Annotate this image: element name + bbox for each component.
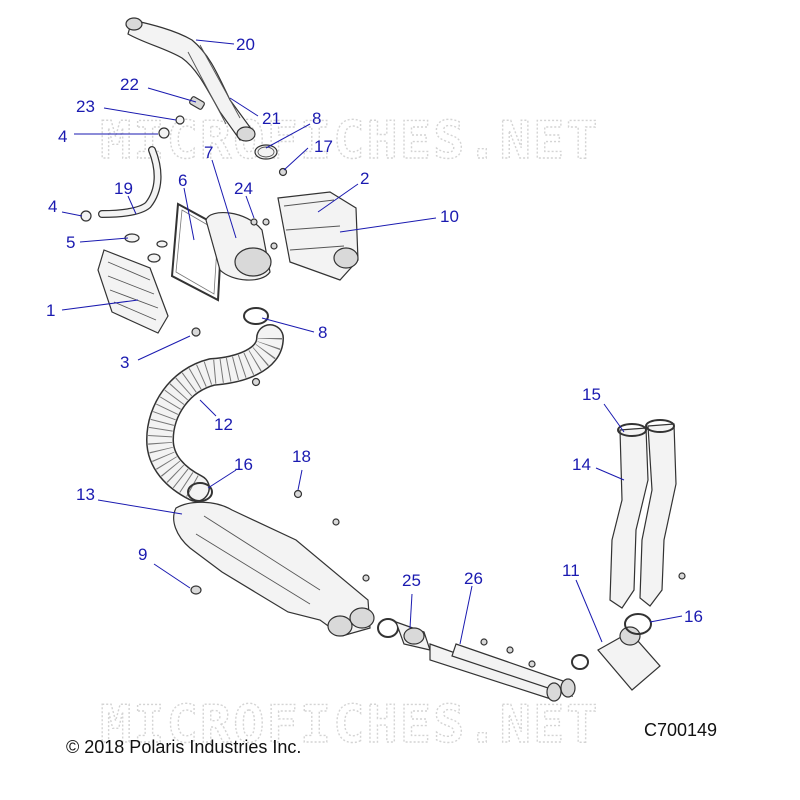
part-14-vertical-ducts <box>609 419 686 609</box>
part-19-breather-hose <box>98 146 162 218</box>
part-intake-tube-upper <box>125 17 256 142</box>
callout-1: 1 <box>46 301 55 320</box>
callout-8-lower: 8 <box>318 323 327 342</box>
callout-23: 23 <box>76 97 95 116</box>
part-10-airbox <box>270 191 359 281</box>
callout-2: 2 <box>360 169 369 188</box>
part-25-coupler <box>377 618 431 651</box>
part-4-clamp-upper <box>158 127 170 139</box>
part-16-clamp-right <box>624 613 652 635</box>
part-11-elbow <box>571 626 661 691</box>
leader-lines <box>61 39 683 645</box>
callout-9: 9 <box>138 545 147 564</box>
part-8-clamp-upper <box>254 144 278 160</box>
part-26-exhaust-tubes <box>429 638 576 702</box>
callout-16-left: 16 <box>234 455 253 474</box>
callout-8-upper: 8 <box>312 109 321 128</box>
part-16-clamp-left <box>187 482 213 502</box>
part-22-fitting <box>189 96 205 110</box>
callout-6: 6 <box>178 171 187 190</box>
callout-15: 15 <box>582 385 601 404</box>
callout-4-upper: 4 <box>58 127 67 146</box>
part-23-nut <box>175 115 185 125</box>
callout-13: 13 <box>76 485 95 504</box>
part-1-airbox-cover <box>97 249 169 334</box>
callout-25: 25 <box>402 571 421 590</box>
callout-10: 10 <box>440 207 459 226</box>
callout-22: 22 <box>120 75 139 94</box>
callout-7: 7 <box>204 143 213 162</box>
watermark-bottom: MICROFICHES.NET <box>100 695 600 755</box>
callout-11: 11 <box>562 561 580 580</box>
callout-labels: 20 22 21 23 8 4 17 7 6 24 2 19 4 10 5 1 … <box>46 35 703 626</box>
part-18-screw <box>293 489 340 526</box>
part-12-intake-hose <box>145 324 284 502</box>
callout-14: 14 <box>572 455 591 474</box>
callout-20: 20 <box>236 35 255 54</box>
callout-16-right: 16 <box>684 607 703 626</box>
part-3-screw <box>191 327 201 337</box>
drawing-code: C700149 <box>644 720 718 740</box>
part-7-air-filter <box>205 212 272 281</box>
callout-24: 24 <box>234 179 253 198</box>
part-8-clamp-lower <box>243 307 269 325</box>
part-13-duct <box>173 501 375 637</box>
part-5-clamp <box>124 233 168 263</box>
part-4-clamp-lower <box>80 210 92 222</box>
callout-17: 17 <box>314 137 333 156</box>
callout-19: 19 <box>114 179 133 198</box>
copyright-text: © 2018 Polaris Industries Inc. <box>66 737 302 757</box>
part-24-bolts <box>250 218 270 226</box>
callout-4-lower: 4 <box>48 197 57 216</box>
callout-12: 12 <box>214 415 233 434</box>
callout-18: 18 <box>292 447 311 466</box>
part-17-screw <box>278 167 288 177</box>
callout-5: 5 <box>66 233 75 252</box>
callout-26: 26 <box>464 569 483 588</box>
part-9-plug <box>190 585 202 595</box>
callout-21: 21 <box>262 109 281 128</box>
callout-3: 3 <box>120 353 129 372</box>
